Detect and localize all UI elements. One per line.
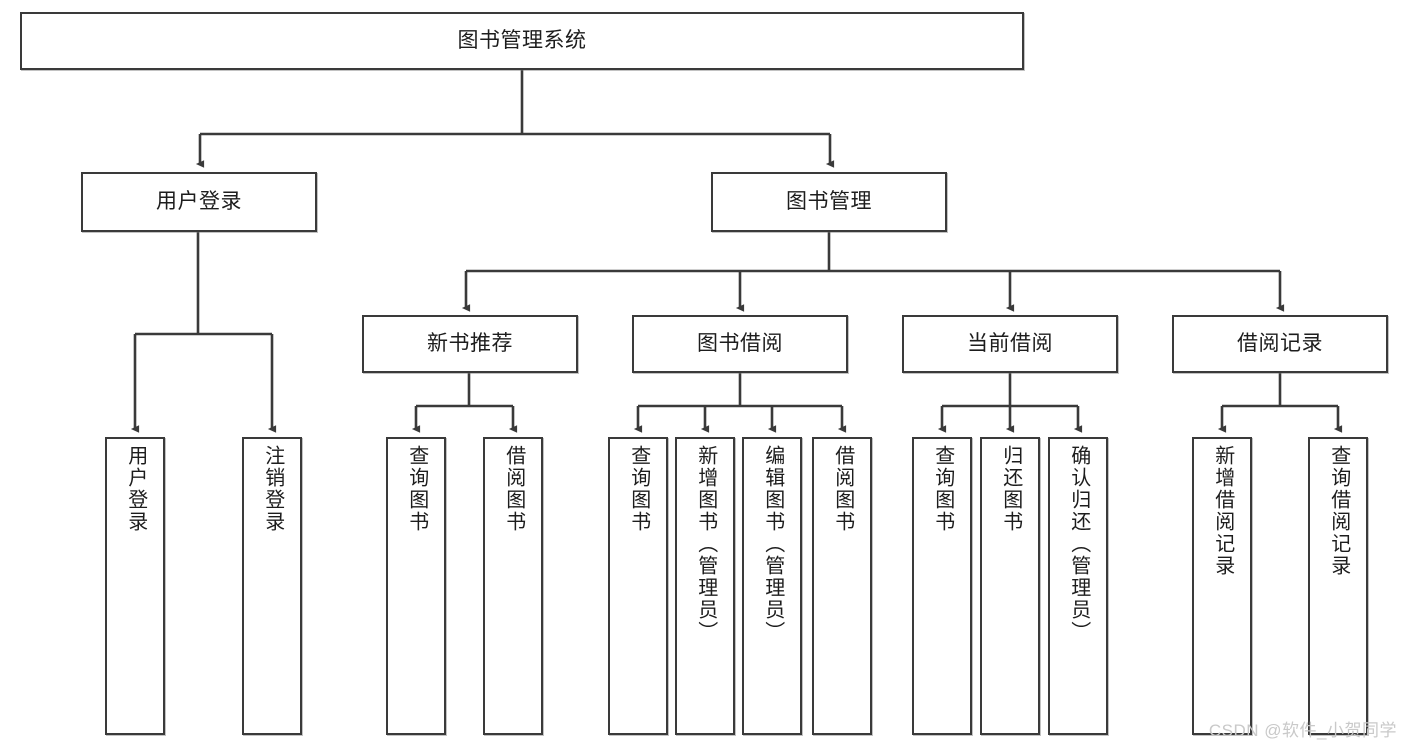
node-label: 查询借阅记录 (1327, 445, 1350, 577)
node-label: 借阅图书 (502, 445, 525, 533)
node-leaf-borrow-edit-book-admin[interactable]: 编辑图书（管理员） (742, 437, 802, 735)
node-label: 借阅图书 (831, 445, 854, 533)
node-label: 图书管理 (786, 189, 872, 213)
node-current-borrow[interactable]: 当前借阅 (902, 315, 1118, 373)
node-leaf-current-return-book[interactable]: 归还图书 (980, 437, 1040, 735)
node-label: 用户登录 (124, 445, 147, 533)
node-label: 图书借阅 (697, 331, 783, 355)
node-label: 新增借阅记录 (1211, 445, 1234, 577)
node-book-borrow[interactable]: 图书借阅 (632, 315, 848, 373)
node-user-login[interactable]: 用户登录 (81, 172, 317, 232)
node-label: 借阅记录 (1237, 331, 1323, 355)
node-label: 查询图书 (627, 445, 650, 533)
node-label: 图书管理系统 (457, 28, 587, 52)
node-leaf-borrow-query-book[interactable]: 查询图书 (608, 437, 668, 735)
node-book-management[interactable]: 图书管理 (711, 172, 947, 232)
node-leaf-user-login-logout[interactable]: 注销登录 (242, 437, 302, 735)
node-leaf-borrow-add-book-admin[interactable]: 新增图书（管理员） (675, 437, 735, 735)
node-leaf-current-confirm-return-admin[interactable]: 确认归还（管理员） (1048, 437, 1108, 735)
node-leaf-new-book-query-book[interactable]: 查询图书 (386, 437, 446, 735)
node-leaf-record-add-record[interactable]: 新增借阅记录 (1192, 437, 1252, 735)
node-label: 查询图书 (405, 445, 428, 533)
node-label: 新书推荐 (427, 331, 513, 355)
node-root-book-management-system[interactable]: 图书管理系统 (20, 12, 1024, 70)
csdn-watermark: CSDN @软件_小贺同学 (1208, 721, 1397, 740)
node-leaf-current-query-book[interactable]: 查询图书 (912, 437, 972, 735)
node-leaf-record-query-record[interactable]: 查询借阅记录 (1308, 437, 1368, 735)
node-leaf-borrow-borrow-book[interactable]: 借阅图书 (812, 437, 872, 735)
node-label: 新增图书（管理员） (694, 445, 717, 643)
node-label: 注销登录 (261, 445, 284, 533)
node-new-book-recommend[interactable]: 新书推荐 (362, 315, 578, 373)
node-label: 查询图书 (931, 445, 954, 533)
node-leaf-new-book-borrow-book[interactable]: 借阅图书 (483, 437, 543, 735)
node-label: 归还图书 (999, 445, 1022, 533)
node-label: 编辑图书（管理员） (761, 445, 784, 643)
node-leaf-user-login-do-login[interactable]: 用户登录 (105, 437, 165, 735)
node-borrow-record[interactable]: 借阅记录 (1172, 315, 1388, 373)
node-label: 用户登录 (156, 189, 242, 213)
node-label: 当前借阅 (967, 331, 1053, 355)
node-label: 确认归还（管理员） (1067, 445, 1090, 643)
